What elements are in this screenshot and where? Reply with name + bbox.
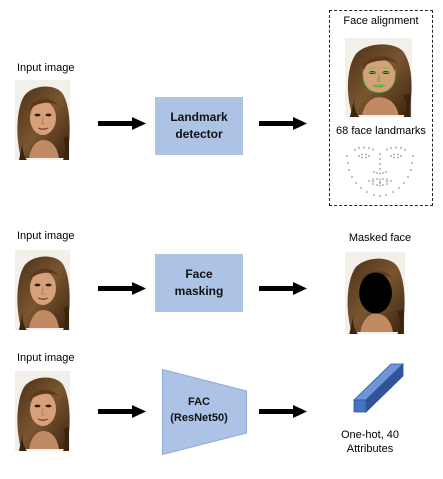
face-alignment-title: Face alignment bbox=[343, 15, 419, 27]
one-hot-attributes-label: One-hot, 40 Attributes bbox=[330, 428, 410, 456]
process-label-line: Face bbox=[185, 267, 213, 281]
arrow-right-icon bbox=[98, 117, 146, 130]
masked-face-title: Masked face bbox=[348, 232, 412, 244]
face-masking-box: Face masking bbox=[155, 254, 243, 312]
process-label-line: masking bbox=[174, 284, 224, 298]
process-label-line: FAC bbox=[188, 396, 210, 408]
landmark-dots-icon bbox=[346, 146, 414, 197]
fac-network-trapezoid bbox=[162, 369, 247, 455]
input-face-photo-3 bbox=[15, 371, 70, 451]
process-label-line: (ResNet50) bbox=[170, 412, 228, 424]
attribute-bar-icon bbox=[353, 363, 404, 413]
input-image-label-2: Input image bbox=[17, 230, 75, 242]
landmark-overlay-icon bbox=[362, 67, 396, 93]
input-image-label-3: Input image bbox=[17, 352, 75, 364]
landmark-detector-box: Landmark detector bbox=[155, 97, 243, 155]
arrow-right-icon bbox=[259, 117, 307, 130]
input-image-label-1: Input image bbox=[17, 62, 75, 74]
output-label-line: Attributes bbox=[346, 443, 394, 455]
face-mask-icon bbox=[359, 272, 392, 314]
output-label-line: One-hot, 40 bbox=[340, 429, 400, 441]
arrow-right-icon bbox=[259, 282, 307, 295]
face-landmarks-caption: 68 face landmarks bbox=[336, 125, 426, 137]
arrow-right-icon bbox=[98, 282, 146, 295]
arrow-right-icon bbox=[98, 405, 146, 418]
masked-face-photo bbox=[345, 252, 405, 334]
arrow-right-icon bbox=[259, 405, 307, 418]
fac-label: FAC (ResNet50) bbox=[162, 394, 236, 426]
process-label-line: Landmark bbox=[170, 110, 228, 124]
process-label-line: detector bbox=[175, 127, 223, 141]
aligned-face-photo bbox=[345, 38, 412, 117]
input-face-photo-1 bbox=[15, 80, 70, 160]
input-face-photo-2 bbox=[15, 250, 70, 330]
face-alignment-panel bbox=[329, 10, 433, 206]
